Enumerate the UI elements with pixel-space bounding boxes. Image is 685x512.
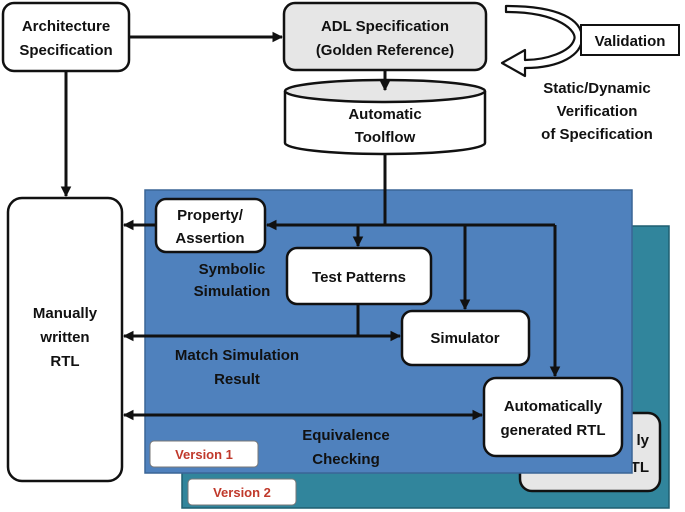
simulator-label: Simulator (430, 330, 499, 347)
adl-spec-box (282, 1, 488, 72)
simulator-box (400, 309, 531, 367)
auto-rtl-line-1: Automatically (504, 398, 603, 415)
version-2-badge (187, 478, 297, 506)
manual-rtl-line-3: RTL (50, 353, 79, 370)
architecture-spec-line-2: Specification (19, 42, 112, 59)
match-simulation-line-1: Match Simulation (175, 347, 299, 364)
property-assertion-line-1: Property/ (177, 207, 244, 224)
auto-rtl-box (482, 376, 624, 458)
equivalence-line-2: Checking (312, 451, 380, 468)
architecture-spec-line-1: Architecture (22, 18, 110, 35)
validation-box (580, 24, 680, 56)
validation-loop-arrow (500, 4, 584, 78)
architecture-spec-box (1, 1, 131, 73)
automatic-toolflow-line-2: Toolflow (355, 129, 416, 146)
symbolic-simulation-line-2: Simulation (194, 283, 271, 300)
static-dynamic-line-1: Static/Dynamic (543, 80, 651, 97)
version-1-badge (149, 440, 259, 468)
version-1-label: Version 1 (175, 447, 233, 462)
auto-rtl-version-2-line-1: ly (636, 432, 649, 449)
validation-label: Validation (595, 33, 666, 50)
manual-rtl-line-2: written (39, 329, 89, 346)
manual-rtl-box (6, 196, 124, 483)
property-assertion-line-2: Assertion (175, 230, 244, 247)
automatic-toolflow-line-1: Automatic (348, 106, 421, 123)
equivalence-line-1: Equivalence (302, 427, 390, 444)
symbolic-simulation-line-1: Symbolic (199, 261, 266, 278)
manual-rtl-line-1: Manually (33, 305, 98, 322)
version-2-label: Version 2 (213, 485, 271, 500)
auto-rtl-version-2-line-2: TL (631, 459, 649, 476)
adl-spec-line-1: ADL Specification (321, 18, 449, 35)
static-dynamic-line-3: of Specification (541, 126, 653, 143)
auto-rtl-line-2: generated RTL (500, 422, 605, 439)
match-simulation-line-2: Result (214, 371, 260, 388)
static-dynamic-line-2: Verification (557, 103, 638, 120)
adl-spec-line-2: (Golden Reference) (316, 42, 454, 59)
test-patterns-label: Test Patterns (312, 269, 406, 286)
